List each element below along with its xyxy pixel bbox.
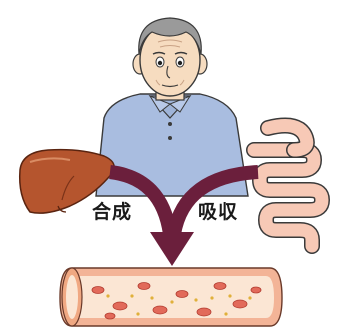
label-synthesis: 合成 — [92, 203, 132, 222]
label-absorption: 吸収 — [198, 203, 238, 222]
small-intestine-icon — [254, 126, 322, 246]
blood-vessel-icon — [60, 268, 282, 326]
